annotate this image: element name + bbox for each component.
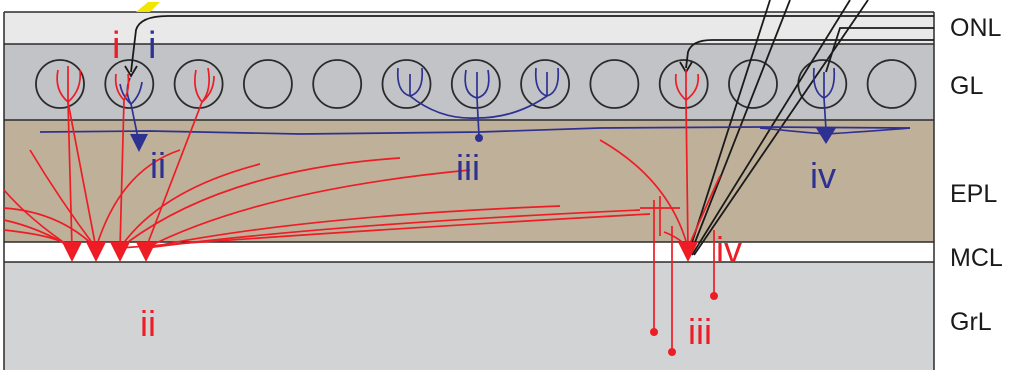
label-red-ii: ii — [140, 303, 156, 344]
blue-ii-soma — [130, 134, 148, 152]
label-blue-iv: iv — [810, 155, 836, 196]
glomerulus-circle — [381, 59, 432, 109]
label-red-i: i — [112, 25, 120, 67]
glomerulus-circle — [728, 59, 778, 109]
layers — [3, 11, 935, 370]
layer-label-epl: EPL — [950, 180, 997, 208]
label-red-iv: iv — [716, 229, 742, 270]
glomerulus-circle — [104, 59, 155, 109]
red-soma-2 — [86, 242, 106, 262]
blue-iv-soma — [816, 128, 836, 144]
red-markers — [62, 242, 718, 356]
glomerulus-circle — [450, 59, 501, 109]
glomerulus-circle — [173, 59, 224, 109]
red-neurons — [3, 66, 721, 350]
glomeruli — [35, 59, 917, 109]
red-soma-3 — [110, 242, 130, 262]
layer-label-onl: ONL — [950, 14, 1002, 42]
label-red-iii: iii — [688, 311, 712, 352]
layer-label-grl: GrL — [950, 308, 992, 336]
yellow-stimulus-mark — [136, 2, 160, 12]
red-soma-4 — [136, 242, 156, 262]
red-granule-2 — [668, 348, 676, 356]
glomerulus-circle — [242, 59, 293, 109]
layer-label-mcl: MCL — [950, 244, 1003, 272]
glomerulus-circle — [658, 59, 709, 109]
glomerulus-circle — [35, 59, 85, 109]
blue-iii-soma — [475, 134, 483, 142]
glomerulus-circle — [520, 59, 570, 109]
red-soma-5 — [678, 242, 698, 262]
grl-band — [4, 262, 934, 370]
label-blue-iii: iii — [456, 147, 480, 188]
layer-label-gl: GL — [950, 72, 983, 100]
glomerulus-circle — [589, 59, 640, 109]
red-granule-3 — [710, 292, 718, 300]
label-blue-ii: ii — [150, 145, 166, 186]
glomerulus-circle — [312, 59, 363, 109]
blue-markers — [130, 128, 836, 152]
label-blue-i: i — [148, 25, 156, 67]
red-soma-1 — [62, 242, 82, 262]
red-granule-1 — [650, 328, 658, 336]
glomerulus-circle — [866, 59, 917, 109]
blue-neurons — [39, 67, 911, 139]
mcl-band — [4, 242, 934, 262]
